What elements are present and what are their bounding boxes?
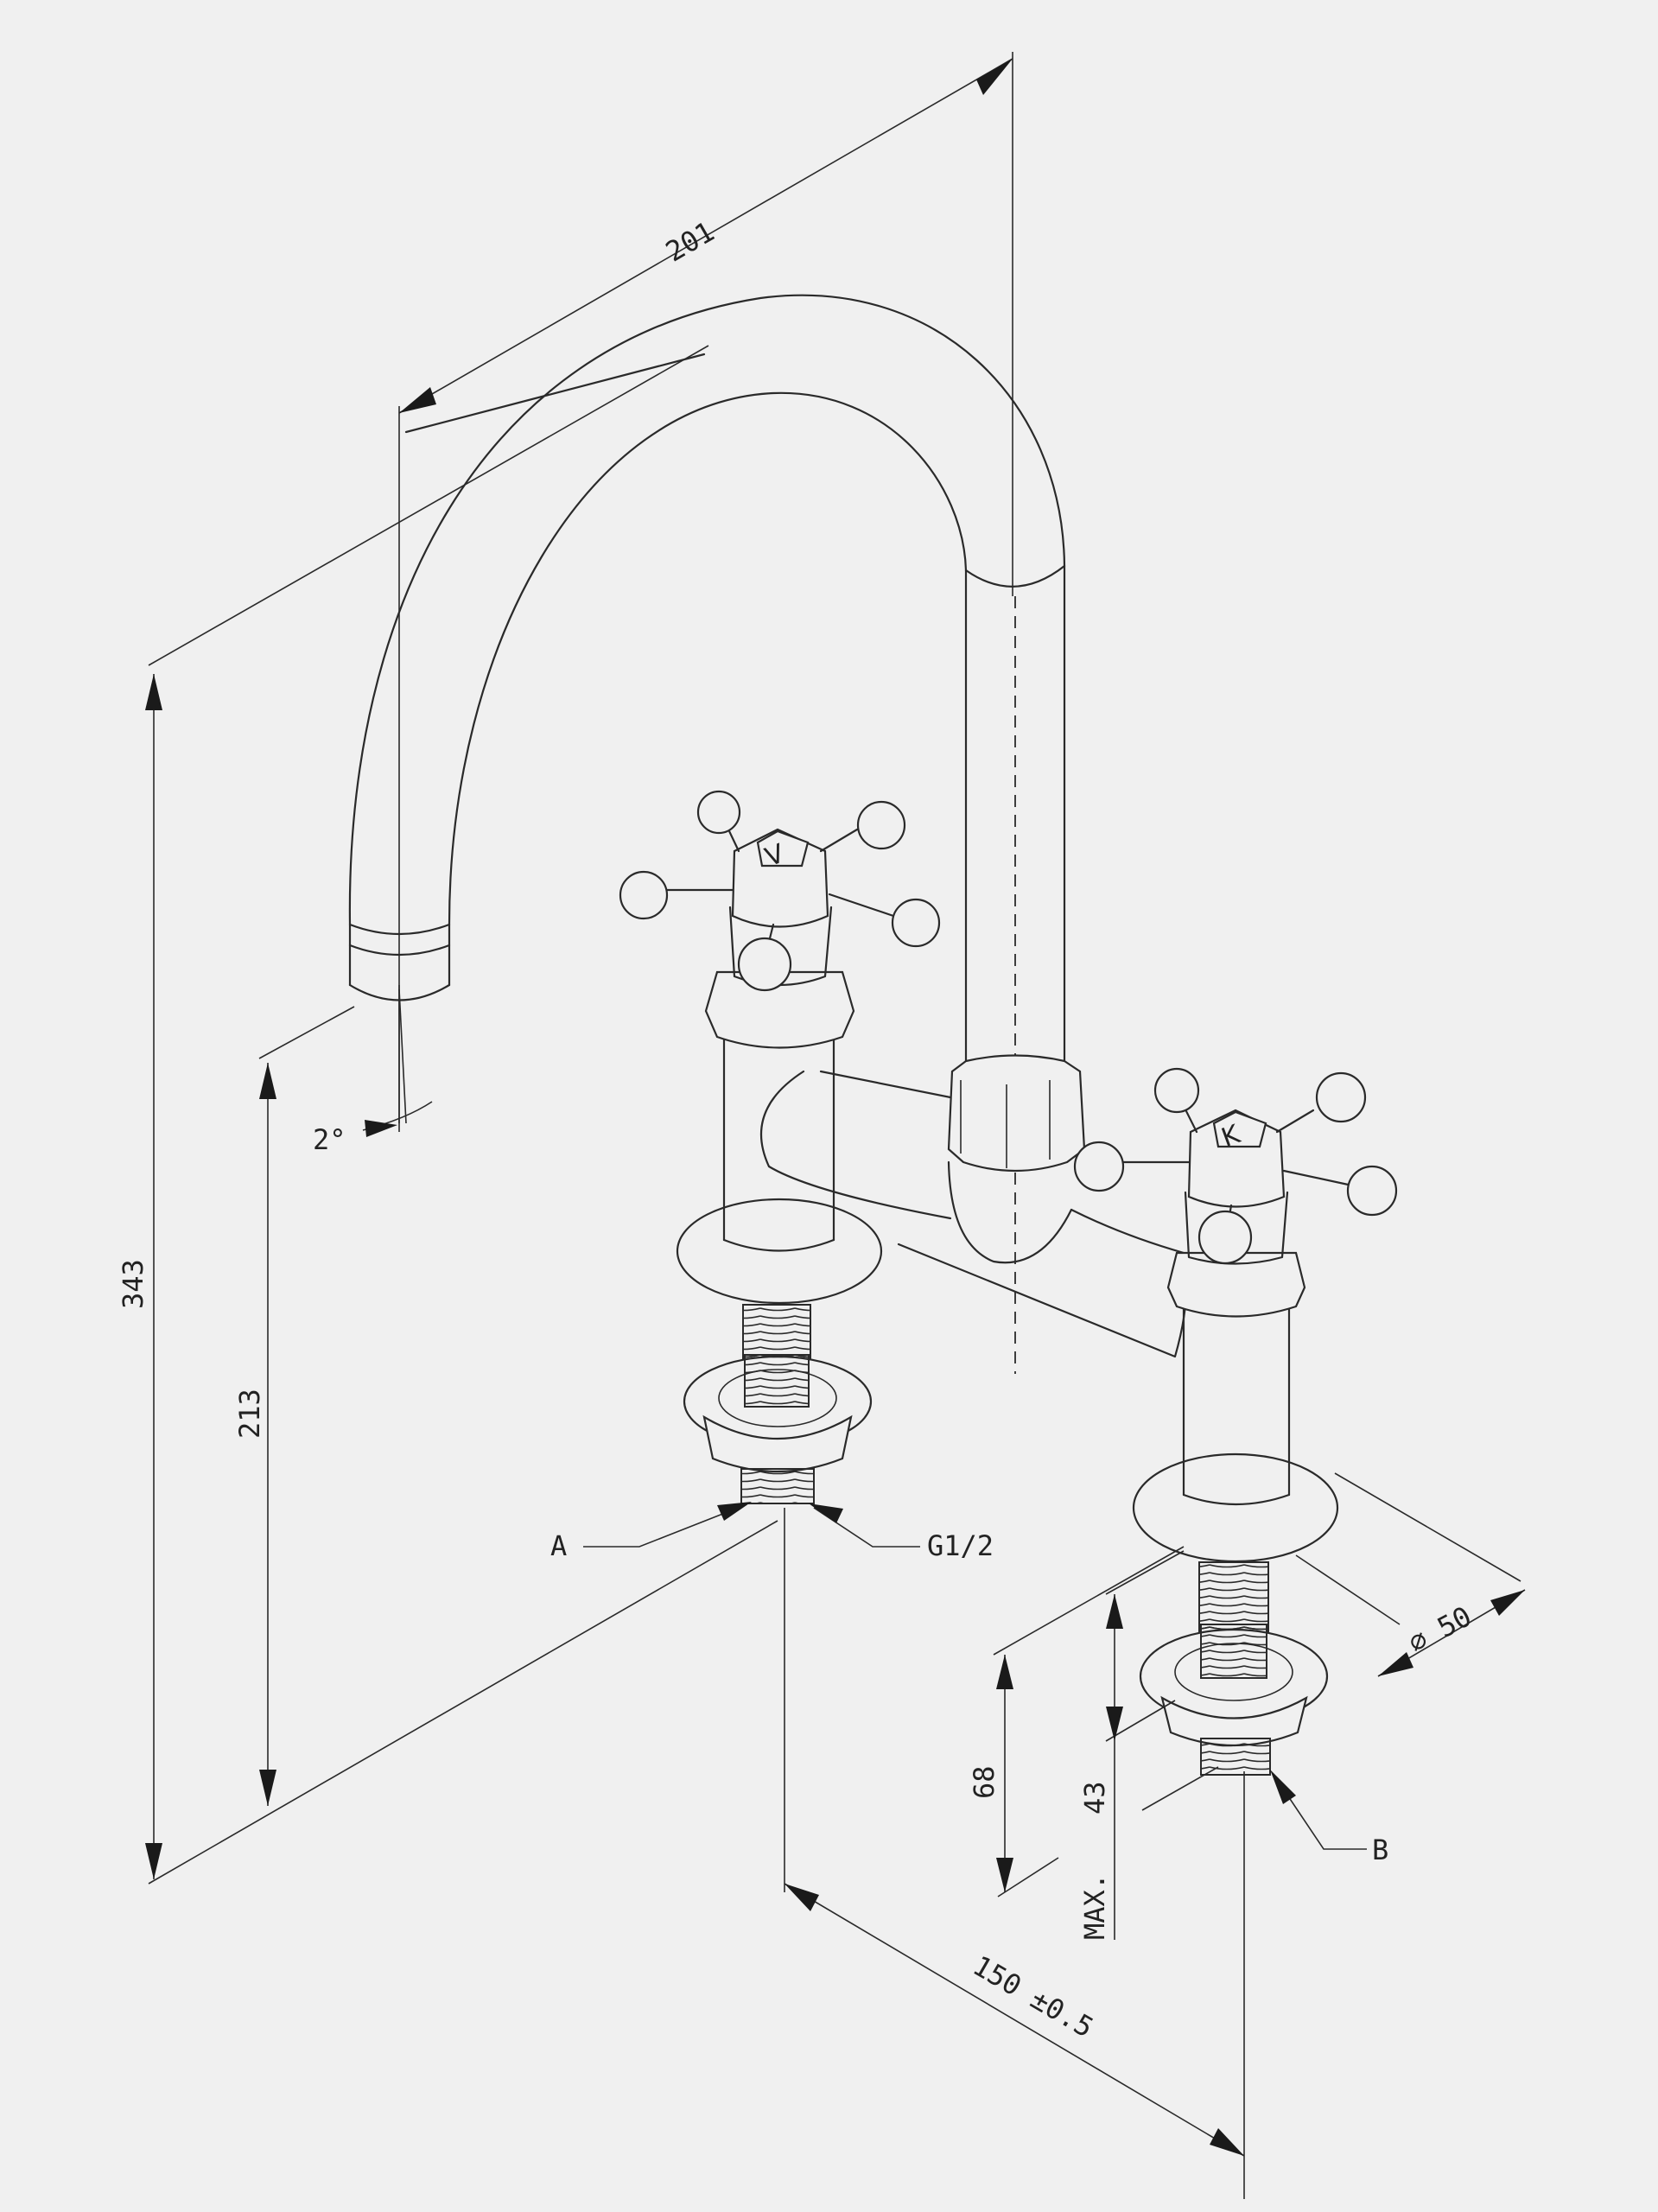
left-connector (740, 1468, 815, 1504)
dimension-spout-height: 213 (233, 1006, 355, 1806)
bridge-right-curve (1070, 1208, 1185, 1255)
left-knob-3 (891, 898, 941, 948)
spout-column-top-ring (964, 564, 1066, 588)
right-shroud (1166, 1251, 1306, 1318)
right-spoke-2 (1275, 1109, 1315, 1134)
height-arrow-top (145, 674, 162, 710)
dimension-reach: 201 (398, 52, 1013, 1123)
right-knob-5 (1197, 1210, 1253, 1265)
callout-thread: G1/2 (809, 1503, 994, 1562)
callout-thread-arrow (809, 1503, 843, 1523)
swivel-nut (947, 1054, 1086, 1173)
left-valve: V (619, 790, 941, 1504)
tail-arrow-bottom (996, 1858, 1013, 1892)
tail-extension-top (993, 1546, 1185, 1656)
left-knob-1 (696, 790, 741, 835)
left-shroud (704, 970, 855, 1049)
centres-arrow-left (785, 1884, 819, 1911)
callout-thread-label: G1/2 (927, 1529, 994, 1562)
centres-value: 150 ±0.5 (968, 1949, 1099, 2044)
reach-arrow-left (399, 387, 436, 413)
dimension-tail-length: 68 (968, 1546, 1185, 1897)
angle-arrow (365, 1120, 397, 1137)
right-knob-1 (1153, 1067, 1200, 1114)
angle-line-tilted (398, 988, 407, 1124)
height-extension-bottom (148, 1520, 778, 1885)
right-deck-flange (1132, 1452, 1339, 1563)
spout-height-extension-top (258, 1006, 355, 1059)
reach-arrow-right (976, 59, 1013, 95)
tail-arrow-top (996, 1655, 1013, 1689)
left-spoke-3 (828, 893, 900, 919)
height-arrow-bottom (145, 1843, 162, 1879)
right-spoke-3 (1282, 1169, 1354, 1187)
height-extension-top (148, 345, 709, 666)
left-knob-5 (737, 937, 792, 992)
dimension-max-deck: 43 MAX. (1078, 1550, 1219, 1940)
spout-upper-edge-line (404, 353, 706, 434)
diameter-extension-bottom (1295, 1554, 1401, 1625)
left-tail-thread-lower (744, 1354, 810, 1408)
diameter-arrow-bottom (1378, 1652, 1413, 1676)
deck-extension-low (1141, 1766, 1219, 1811)
right-valve: K (1073, 1067, 1398, 1776)
swivel-nut-base (947, 1160, 1073, 1264)
deck-extension-top (1105, 1550, 1185, 1595)
angle-value: 2° (313, 1123, 346, 1156)
tail-extension-bottom (997, 1857, 1059, 1897)
spout (348, 294, 1086, 1374)
left-body-base (722, 1238, 835, 1252)
callout-a-label: A (550, 1529, 567, 1562)
max-deck-value: 43 (1078, 1781, 1111, 1815)
callout-a-leader (583, 1504, 746, 1548)
dimension-centres: 150 ±0.5 (784, 1508, 1245, 2199)
reach-value: 201 (660, 215, 720, 269)
max-deck-label: MAX. (1078, 1873, 1111, 1940)
right-knob-4 (1073, 1141, 1125, 1192)
bridge-left-bend (760, 1070, 952, 1220)
diameter-arrow-top (1490, 1590, 1525, 1616)
reach-dimension-line (398, 58, 1013, 414)
right-body-base (1182, 1493, 1291, 1506)
spout-height-arrow-top (259, 1063, 276, 1099)
left-knob-2 (856, 800, 906, 850)
bridge-lower-edge (897, 1243, 1187, 1358)
diameter-value: 50 (1432, 1599, 1477, 1644)
callout-a: A (550, 1502, 752, 1562)
tail-length-value: 68 (968, 1765, 1001, 1799)
right-tail-thread-lower (1200, 1624, 1267, 1679)
callout-b-leader (1274, 1775, 1367, 1850)
callout-a-arrow (717, 1502, 752, 1521)
spout-height-value: 213 (233, 1389, 266, 1439)
left-spoke-2 (819, 828, 859, 853)
spout-inner-curve (448, 391, 968, 926)
callout-b: B (1270, 1770, 1388, 1866)
diameter-extension-top (1334, 1472, 1521, 1582)
right-knob-2 (1315, 1071, 1367, 1123)
dimension-overall-height: 343 (117, 345, 778, 1885)
left-knob-4 (619, 870, 669, 920)
callout-b-arrow (1270, 1770, 1296, 1804)
left-index-cap (756, 830, 810, 868)
callout-b-label: B (1372, 1834, 1388, 1866)
height-value: 343 (117, 1259, 149, 1309)
dimension-spout-angle: 2° (313, 985, 433, 1156)
diameter-symbol: ⌀ (1403, 1623, 1433, 1660)
deck-extension-bottom (1105, 1700, 1176, 1742)
spout-outer-curve (348, 294, 1066, 926)
bridge-top-edge (819, 1070, 952, 1099)
right-knob-3 (1346, 1165, 1398, 1217)
right-headwork (1184, 1191, 1289, 1265)
deck-arrow-top (1106, 1594, 1123, 1629)
centres-dimension-line (784, 1883, 1245, 2157)
right-connector (1200, 1738, 1271, 1776)
deck-arrow-bottom (1106, 1707, 1123, 1741)
right-index-cap (1212, 1110, 1267, 1148)
spout-height-arrow-bottom (259, 1770, 276, 1806)
centres-arrow-right (1210, 2128, 1244, 2156)
